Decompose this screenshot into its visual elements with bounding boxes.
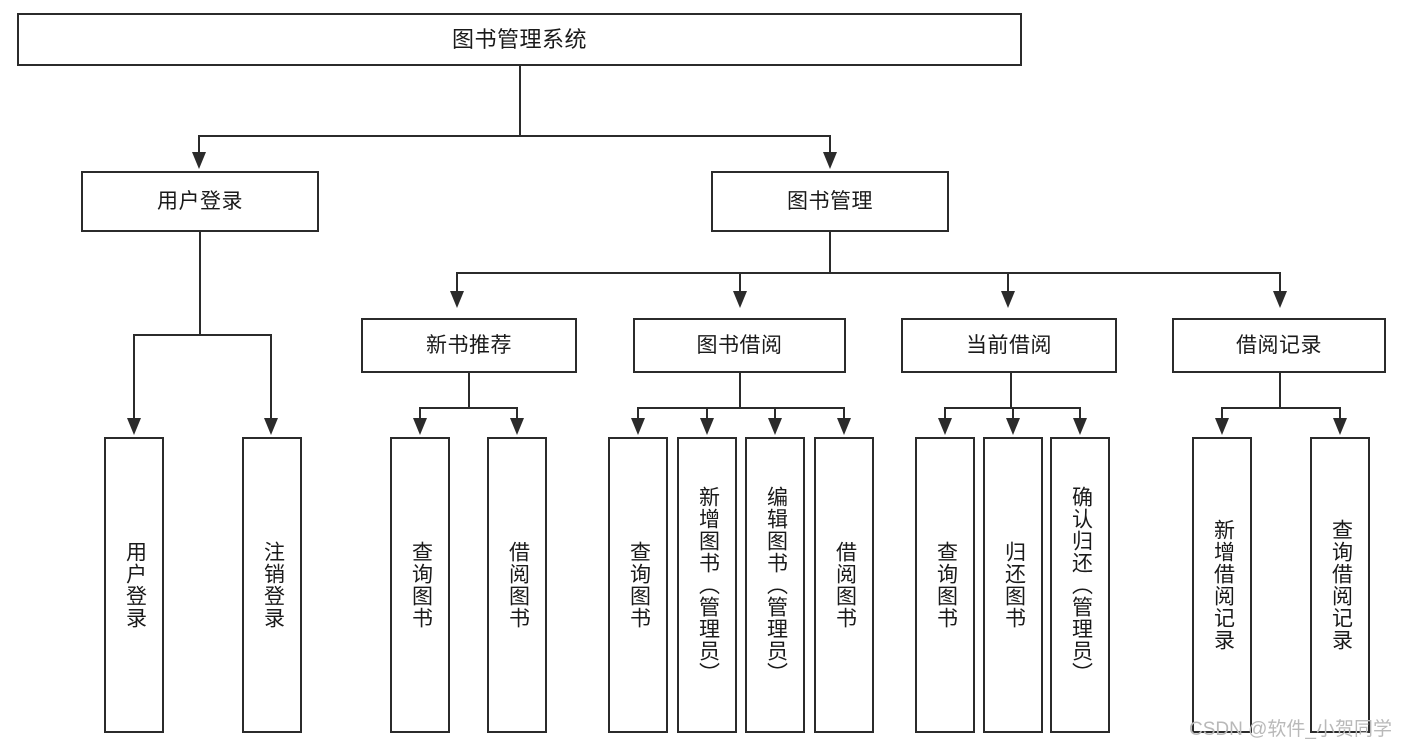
leaf-current-borrow-query-label: 查询图书	[934, 541, 958, 629]
connector-level3-bus	[456, 272, 1281, 274]
leaf-book-borrow-edit-label: 编辑图书（管理员）	[764, 486, 788, 684]
arrow-borrow-records	[1273, 291, 1287, 308]
node-current-borrow[interactable]: 当前借阅	[901, 318, 1117, 373]
arrow-leaf-book-borrow-3	[768, 418, 782, 435]
connector-book-borrow-drop-3	[774, 407, 776, 420]
arrow-user-login	[192, 152, 206, 169]
connector-current-borrow-drop-1	[944, 407, 946, 420]
node-user-login-label: 用户登录	[157, 189, 243, 213]
connector-current-borrow-drop-2	[1012, 407, 1014, 420]
arrow-leaf-book-borrow-4	[837, 418, 851, 435]
arrow-current-borrow	[1001, 291, 1015, 308]
connector-book-manage-stem	[829, 232, 831, 274]
connector-new-books-drop-1	[419, 407, 421, 420]
node-borrow-records[interactable]: 借阅记录	[1172, 318, 1386, 373]
connector-borrow-records-drop-2	[1339, 407, 1341, 420]
leaf-user-login-logout-label: 注销登录	[261, 541, 285, 629]
arrow-book-borrow	[733, 291, 747, 308]
arrow-leaf-new-books-1	[413, 418, 427, 435]
connector-drop-current-borrow	[1007, 272, 1009, 294]
node-borrow-records-label: 借阅记录	[1236, 333, 1322, 357]
connector-user-login-stem	[199, 232, 201, 336]
leaf-book-borrow-edit[interactable]: 编辑图书（管理员）	[745, 437, 805, 733]
node-book-borrow-label: 图书借阅	[696, 333, 783, 357]
arrow-leaf-user-login-1	[127, 418, 141, 435]
leaf-records-add-label: 新增借阅记录	[1211, 519, 1235, 651]
connector-borrow-records-drop-1	[1221, 407, 1223, 420]
connector-book-borrow-stem	[739, 373, 741, 409]
arrow-leaf-current-borrow-2	[1006, 418, 1020, 435]
node-current-borrow-label: 当前借阅	[966, 333, 1052, 357]
connector-drop-borrow-records	[1279, 272, 1281, 294]
connector-root-bus	[198, 135, 830, 137]
leaf-book-borrow-query-label: 查询图书	[627, 541, 651, 629]
leaf-records-query[interactable]: 查询借阅记录	[1310, 437, 1370, 733]
leaf-user-login-login[interactable]: 用户登录	[104, 437, 164, 733]
leaf-current-borrow-confirm[interactable]: 确认归还（管理员）	[1050, 437, 1110, 733]
node-book-management-label: 图书管理	[787, 189, 873, 213]
arrow-leaf-book-borrow-2	[700, 418, 714, 435]
connector-drop-new-books	[456, 272, 458, 294]
leaf-book-borrow-borrow[interactable]: 借阅图书	[814, 437, 874, 733]
node-new-book-recommend[interactable]: 新书推荐	[361, 318, 577, 373]
leaf-current-borrow-query[interactable]: 查询图书	[915, 437, 975, 733]
node-root-label: 图书管理系统	[451, 26, 587, 52]
node-book-borrow[interactable]: 图书借阅	[633, 318, 846, 373]
leaf-records-query-label: 查询借阅记录	[1329, 519, 1353, 651]
leaf-book-borrow-borrow-label: 借阅图书	[833, 541, 857, 629]
connector-borrow-records-bus	[1221, 407, 1341, 409]
arrow-new-books	[450, 291, 464, 308]
arrow-leaf-borrow-records-1	[1215, 418, 1229, 435]
connector-new-books-drop-2	[516, 407, 518, 420]
arrow-leaf-book-borrow-1	[631, 418, 645, 435]
node-user-login[interactable]: 用户登录	[81, 171, 319, 232]
arrow-leaf-borrow-records-2	[1333, 418, 1347, 435]
connector-drop-book-manage	[829, 135, 831, 157]
arrow-leaf-current-borrow-1	[938, 418, 952, 435]
connector-user-login-bus	[133, 334, 272, 336]
connector-current-borrow-stem	[1010, 373, 1012, 409]
connector-new-books-bus	[419, 407, 518, 409]
leaf-book-borrow-add-label: 新增图书（管理员）	[696, 486, 720, 684]
connector-new-books-stem	[468, 373, 470, 409]
leaf-records-add[interactable]: 新增借阅记录	[1192, 437, 1252, 733]
connector-book-borrow-drop-4	[843, 407, 845, 420]
leaf-current-borrow-confirm-label: 确认归还（管理员）	[1069, 486, 1093, 684]
connector-book-borrow-drop-2	[706, 407, 708, 420]
arrow-leaf-current-borrow-3	[1073, 418, 1087, 435]
watermark: CSDN @软件_小贺同学	[1189, 719, 1392, 740]
leaf-new-books-borrow-label: 借阅图书	[506, 541, 530, 629]
connector-drop-book-borrow	[739, 272, 741, 294]
node-new-book-recommend-label: 新书推荐	[426, 333, 512, 357]
leaf-user-login-login-label: 用户登录	[123, 541, 147, 629]
leaf-new-books-query-label: 查询图书	[409, 541, 433, 629]
node-book-management[interactable]: 图书管理	[711, 171, 949, 232]
leaf-book-borrow-query[interactable]: 查询图书	[608, 437, 668, 733]
leaf-current-borrow-return-label: 归还图书	[1002, 541, 1026, 629]
leaf-new-books-query[interactable]: 查询图书	[390, 437, 450, 733]
arrow-book-manage	[823, 152, 837, 169]
connector-borrow-records-stem	[1279, 373, 1281, 409]
connector-book-borrow-drop-1	[637, 407, 639, 420]
connector-user-login-drop-1	[133, 334, 135, 420]
leaf-book-borrow-add[interactable]: 新增图书（管理员）	[677, 437, 737, 733]
arrow-leaf-new-books-2	[510, 418, 524, 435]
connector-root-stem	[519, 66, 521, 136]
arrow-leaf-user-login-2	[264, 418, 278, 435]
leaf-user-login-logout[interactable]: 注销登录	[242, 437, 302, 733]
connector-drop-user-login	[198, 135, 200, 157]
connector-current-borrow-drop-3	[1079, 407, 1081, 420]
node-root[interactable]: 图书管理系统	[17, 13, 1022, 66]
leaf-new-books-borrow[interactable]: 借阅图书	[487, 437, 547, 733]
connector-book-borrow-bus	[637, 407, 845, 409]
leaf-current-borrow-return[interactable]: 归还图书	[983, 437, 1043, 733]
connector-user-login-drop-2	[270, 334, 272, 420]
